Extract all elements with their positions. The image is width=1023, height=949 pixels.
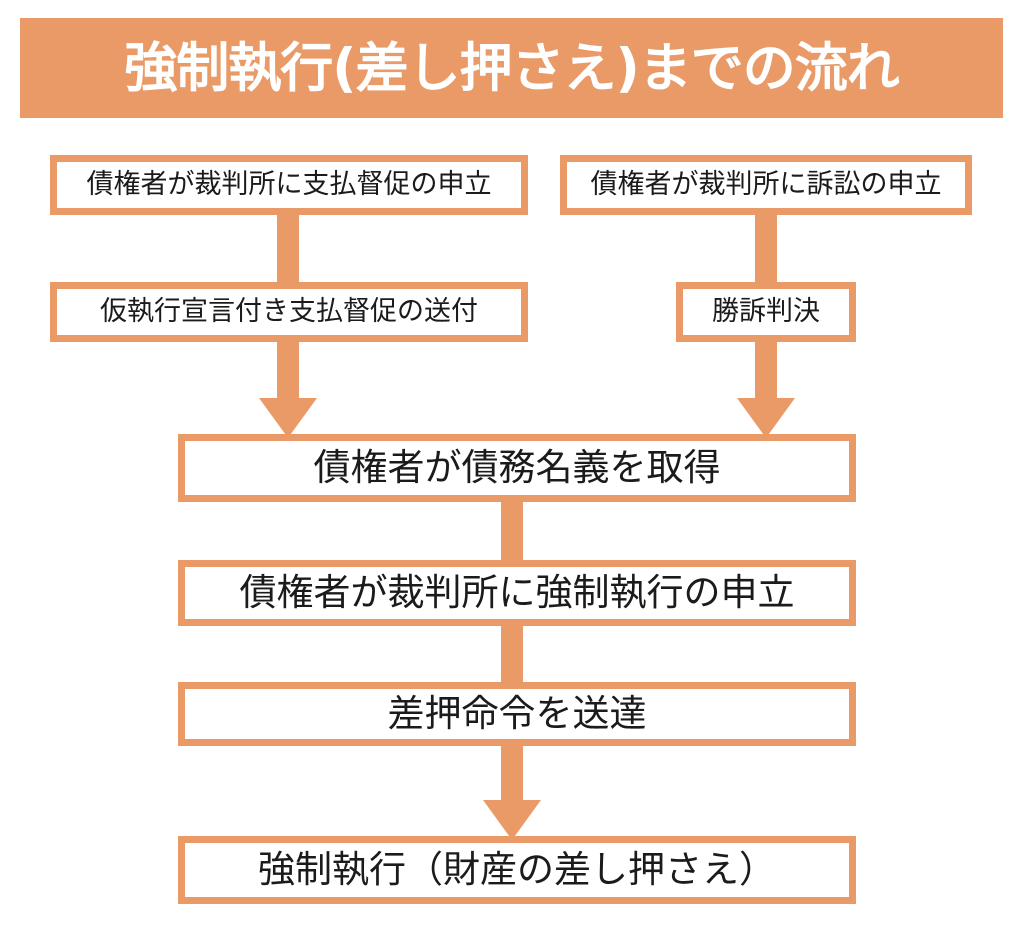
- connector-payment-demand-to-provisional: [277, 214, 299, 282]
- node-label: 強制執行（財産の差し押さえ）: [258, 847, 776, 891]
- arrow-judgment-to-title: [737, 338, 795, 438]
- node-label: 債権者が裁判所に訴訟の申立: [590, 169, 942, 201]
- connector-execution-filing-to-seizure: [501, 624, 523, 682]
- node-label: 債権者が裁判所に強制執行の申立: [239, 570, 795, 614]
- node-winning-judgment[interactable]: 勝訴判決: [676, 282, 856, 342]
- node-lawsuit-filing[interactable]: 債権者が裁判所に訴訟の申立: [560, 155, 972, 215]
- node-seizure-order[interactable]: 差押命令を送達: [178, 682, 856, 746]
- node-payment-demand-filing[interactable]: 債権者が裁判所に支払督促の申立: [50, 155, 528, 215]
- node-label: 債権者が裁判所に支払督促の申立: [86, 169, 492, 201]
- arrow-provisional-to-title: [259, 338, 317, 438]
- node-execution-filing[interactable]: 債権者が裁判所に強制執行の申立: [178, 560, 856, 626]
- node-label: 債権者が債務名義を取得: [313, 445, 721, 489]
- node-obtain-title[interactable]: 債権者が債務名義を取得: [178, 434, 856, 502]
- node-label: 仮執行宣言付き支払督促の送付: [100, 296, 478, 328]
- connector-lawsuit-to-judgment: [755, 214, 777, 282]
- arrow-seizure-to-compulsory-execution: [483, 744, 541, 840]
- title-banner: 強制執行(差し押さえ)までの流れ: [20, 18, 1003, 118]
- connector-title-to-execution-filing: [501, 500, 523, 562]
- node-label: 勝訴判決: [712, 296, 820, 328]
- page-title: 強制執行(差し押さえ)までの流れ: [124, 37, 899, 99]
- node-compulsory-execution[interactable]: 強制執行（財産の差し押さえ）: [178, 836, 856, 904]
- node-provisional-execution[interactable]: 仮執行宣言付き支払督促の送付: [50, 282, 528, 342]
- node-label: 差押命令を送達: [387, 691, 647, 735]
